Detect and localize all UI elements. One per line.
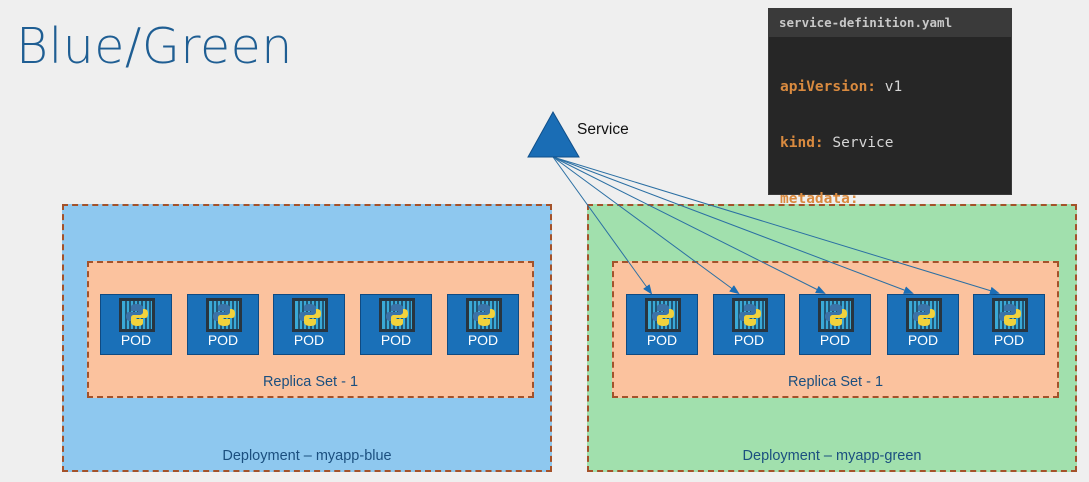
code-filename: service-definition.yaml xyxy=(769,9,1011,37)
pod: POD xyxy=(799,294,871,355)
python-container-icon xyxy=(206,298,242,332)
pod: POD xyxy=(887,294,959,355)
replica-set-label: Replica Set - 1 xyxy=(787,374,884,390)
pod-label: POD xyxy=(733,332,765,348)
pod: POD xyxy=(713,294,785,355)
pod: POD xyxy=(360,294,432,355)
python-container-icon xyxy=(292,298,328,332)
replica-set-blue: POD POD POD POD POD Replica Set - 1 xyxy=(87,261,534,398)
deployment-label: Deployment – myapp-green xyxy=(742,448,922,464)
python-container-icon xyxy=(732,298,768,332)
pod: POD xyxy=(973,294,1045,355)
service-label: Service xyxy=(577,121,629,138)
python-container-icon xyxy=(379,298,415,332)
pod-label: POD xyxy=(120,332,152,348)
pod-label: POD xyxy=(207,332,239,348)
deployment-green: POD POD POD POD POD Replica Set - 1 xyxy=(587,204,1077,472)
service-triangle-icon xyxy=(527,110,580,158)
deployment-blue: POD POD POD POD POD Replica Set - 1 xyxy=(62,204,552,472)
python-container-icon xyxy=(992,298,1028,332)
python-container-icon xyxy=(906,298,942,332)
pod: POD xyxy=(447,294,519,355)
pod-label: POD xyxy=(467,332,499,348)
code-line: kind: Service xyxy=(780,134,894,151)
pod-label: POD xyxy=(819,332,851,348)
python-container-icon xyxy=(466,298,502,332)
pod-label: POD xyxy=(907,332,939,348)
pod-label: POD xyxy=(380,332,412,348)
pod: POD xyxy=(100,294,172,355)
pod-label: POD xyxy=(993,332,1025,348)
replica-set-label: Replica Set - 1 xyxy=(262,374,359,390)
python-container-icon xyxy=(119,298,155,332)
pod: POD xyxy=(187,294,259,355)
pod: POD xyxy=(273,294,345,355)
python-container-icon xyxy=(645,298,681,332)
pod-label: POD xyxy=(293,332,325,348)
yaml-code-panel: service-definition.yaml apiVersion: v1 k… xyxy=(768,8,1012,432)
code-line: apiVersion: v1 xyxy=(780,79,903,96)
python-container-icon xyxy=(818,298,854,332)
page-title: Blue/Green xyxy=(16,18,293,75)
pod: POD xyxy=(626,294,698,355)
pod-label: POD xyxy=(646,332,678,348)
replica-set-green: POD POD POD POD POD Replica Set - 1 xyxy=(612,261,1059,398)
deployment-label: Deployment – myapp-blue xyxy=(222,448,392,464)
